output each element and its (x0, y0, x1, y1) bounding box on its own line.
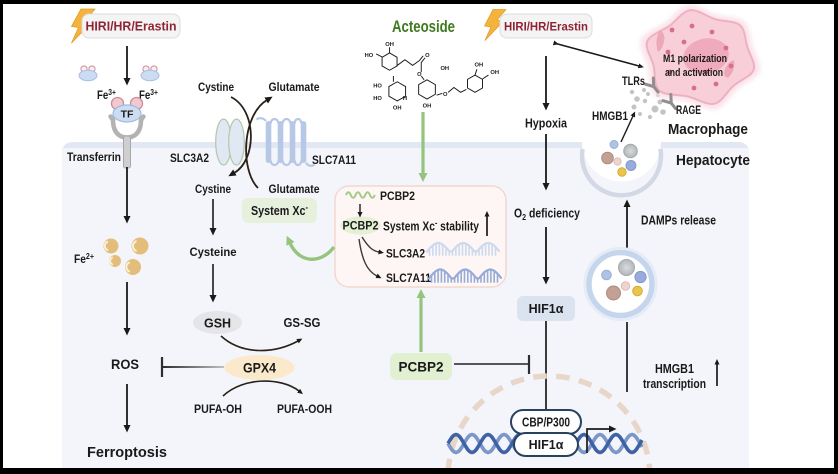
svg-text:M1 polarization: M1 polarization (663, 53, 727, 65)
svg-text:SLC3A2: SLC3A2 (170, 151, 209, 165)
svg-text:Cystine: Cystine (195, 182, 231, 196)
svg-text:Glutamate: Glutamate (269, 182, 320, 196)
svg-text:GS-SG: GS-SG (284, 316, 321, 330)
svg-text:Macrophage: Macrophage (668, 122, 748, 138)
svg-text:HIRI/HR/Erastin: HIRI/HR/Erastin (86, 20, 177, 34)
svg-text:RAGE: RAGE (676, 105, 701, 117)
svg-text:O: O (417, 72, 422, 78)
svg-text:System Xc-: System Xc- (251, 203, 308, 219)
svg-text:HO: HO (373, 96, 382, 102)
svg-text:PUFA-OOH: PUFA-OOH (277, 402, 332, 416)
svg-text:PCBP2: PCBP2 (399, 359, 444, 375)
svg-text:CBP/P300: CBP/P300 (522, 416, 570, 430)
svg-text:OH: OH (475, 62, 484, 68)
svg-text:HIRI/HR/Erastin: HIRI/HR/Erastin (504, 20, 588, 34)
svg-text:PCBP2: PCBP2 (380, 189, 415, 203)
svg-text:and activation: and activation (665, 67, 723, 79)
svg-text:HIF1α: HIF1α (529, 438, 564, 452)
svg-text:Transferrin: Transferrin (67, 152, 121, 164)
svg-text:PUFA-OH: PUFA-OH (194, 402, 242, 416)
svg-text:GSH: GSH (204, 316, 231, 331)
svg-text:HMGB1: HMGB1 (592, 111, 629, 123)
svg-text:transcription: transcription (643, 377, 706, 391)
svg-text:H: H (403, 96, 407, 102)
svg-text:SLC3A2: SLC3A2 (386, 247, 425, 261)
svg-text:HO: HO (373, 84, 382, 90)
svg-text:Ferroptosis: Ferroptosis (87, 444, 167, 461)
svg-text:Glutamate: Glutamate (269, 80, 320, 94)
svg-text:TF: TF (121, 109, 134, 121)
svg-text:Hypoxia: Hypoxia (525, 116, 568, 131)
svg-text:TLRs: TLRs (622, 76, 645, 88)
svg-text:OH: OH (423, 104, 432, 110)
svg-text:SLC7A11: SLC7A11 (386, 271, 431, 285)
svg-text:Acteoside: Acteoside (392, 18, 455, 36)
svg-text:Hepatocyte: Hepatocyte (676, 153, 750, 169)
svg-text:Cystine: Cystine (198, 80, 234, 94)
svg-text:O2 deficiency: O2 deficiency (514, 207, 580, 223)
svg-text:OH: OH (385, 42, 394, 48)
svg-text:GPX4: GPX4 (243, 360, 276, 376)
svg-text:DAMPs release: DAMPs release (641, 214, 716, 228)
svg-text:OH: OH (490, 70, 499, 76)
svg-text:Cysteine: Cysteine (190, 245, 237, 259)
svg-text:OH: OH (393, 106, 402, 112)
svg-text:PCBP2: PCBP2 (343, 219, 379, 233)
svg-text:SLC7A11: SLC7A11 (312, 153, 356, 167)
svg-text:System Xc- stability: System Xc- stability (383, 218, 480, 234)
svg-text:HO: HO (365, 53, 374, 59)
svg-text:ROS: ROS (111, 356, 139, 372)
svg-text:HMGB1: HMGB1 (655, 362, 694, 376)
svg-text:OH: OH (440, 66, 449, 72)
svg-text:O: O (443, 92, 448, 98)
svg-text:O: O (425, 53, 430, 59)
svg-text:HIF1α: HIF1α (529, 302, 564, 316)
